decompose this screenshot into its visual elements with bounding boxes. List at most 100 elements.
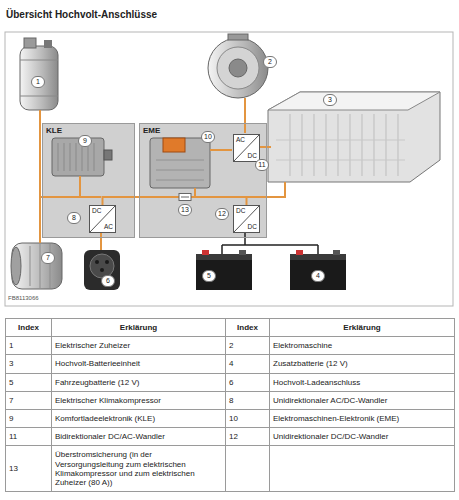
illustration-part [150,138,210,188]
description-text: Hochvolt-Batterieeinheit [55,359,140,368]
hv-wires [40,98,285,250]
table-cell: 13 [6,446,52,492]
table-cell: 9 [6,409,52,427]
illustration-part [268,92,440,110]
illustration-frame [5,32,453,306]
illustration-part [333,250,340,255]
description-text: Fahrzeugbatterie (12 V) [55,378,140,387]
table-cell: 5 [6,373,52,391]
illustration-part [210,149,232,151]
table-cell: 11 [6,428,52,446]
illustration-part [156,160,204,180]
table-cell: Unidirektionaler AC/DC-Wandler [270,391,455,409]
illustration-part [208,38,268,98]
description-text: Überstromsicherung (in der Versorgungsle… [55,450,195,487]
explanation-table: IndexErklärungIndexErklärung1Elektrische… [5,318,455,492]
illustration-part [105,260,109,264]
table-cell: Erklärung [270,319,455,337]
callout-number: 4 [311,270,325,282]
description-text: Unidirektionaler DC/DC-Wandler [273,432,388,441]
converter-text: DC [92,207,101,215]
index-number: 5 [9,378,13,387]
description-text: Komfortladeelektronik (KLE) [55,414,155,423]
converter-text: DC [248,223,257,231]
group-fill [139,123,267,238]
illustration-part [58,143,94,171]
converter-diagonal-line [234,206,259,232]
table-cell: Index [226,319,270,337]
table-cell: 12 [226,428,270,446]
illustration-part [84,250,120,290]
callout-number: 11 [255,159,269,171]
callout-number: 7 [41,252,55,264]
table-cell: Überstromsicherung (in der Versorgungsle… [52,446,226,492]
index-number: 8 [229,396,233,405]
illustration-part [163,138,185,152]
table-cell: Hochvolt-Batterieeinheit [52,355,226,373]
heater-figure [20,38,58,110]
converter-diagonal-line [90,206,115,232]
illustration-part [245,182,285,197]
compressor-figure [11,243,62,289]
illustration-part [244,98,246,133]
illustration-part [229,59,247,77]
illustration-part [20,46,58,110]
illustration-part [290,114,398,176]
callout-number: 3 [323,94,337,106]
table-cell: Unidirektionaler DC/DC-Wandler [270,428,455,446]
index-number: 12 [229,432,238,441]
callout-number: 1 [31,76,45,88]
illustration-part [100,268,104,272]
eme-module-figure [150,138,210,188]
table-header: Index [237,323,258,332]
lv-wires [222,232,318,254]
illustration-part [11,247,21,285]
illustration-part [20,96,58,97]
table-header: Erklärung [343,323,380,332]
callout-number: 6 [101,275,115,287]
table-cell: Komfortladeelektronik (KLE) [52,409,226,427]
index-number: 3 [9,359,13,368]
table-header: Erklärung [120,323,157,332]
group-heading: EME [143,126,160,135]
illustration-part [100,232,102,250]
index-number: 2 [229,341,233,350]
table-header: Index [18,323,39,332]
illustration-part [276,140,405,160]
converter-box: ACDC [233,134,260,162]
table-cell: Erklärung [52,319,226,337]
index-number: 13 [9,464,18,473]
description-text: Elektromaschinen-Elektronik (EME) [273,414,399,423]
illustration-part [296,250,303,255]
illustration-part [217,47,259,89]
converter-text: AC [104,223,113,231]
index-number: 4 [229,359,233,368]
hv-connector [103,197,247,205]
callout-number: 10 [201,131,215,143]
illustration-part [202,250,209,255]
description-text: Bidirektionaler DC/AC-Wandler [55,432,165,441]
table-cell: 3 [6,355,52,373]
table-cell: 10 [226,409,270,427]
converter-text: DC [236,207,245,215]
description-text: Unidirektionaler AC/DC-Wandler [273,396,387,405]
converter-box: DCDC [233,205,260,233]
illustration-part [228,34,248,40]
table-cell [270,446,455,492]
group-fill [42,123,135,238]
index-number: 9 [9,414,13,423]
e-machine-figure [208,34,268,98]
callout-number: 12 [215,208,229,220]
table-cell: 4 [226,355,270,373]
illustration-part [196,258,252,290]
table-cell: Hochvolt-Ladeanschluss [270,373,455,391]
table-cell: 8 [226,391,270,409]
illustration-part [104,150,112,160]
converter-text: AC [236,136,245,144]
illustration-part [24,38,36,48]
index-number: 11 [9,432,17,441]
table-cell: 2 [226,337,270,355]
